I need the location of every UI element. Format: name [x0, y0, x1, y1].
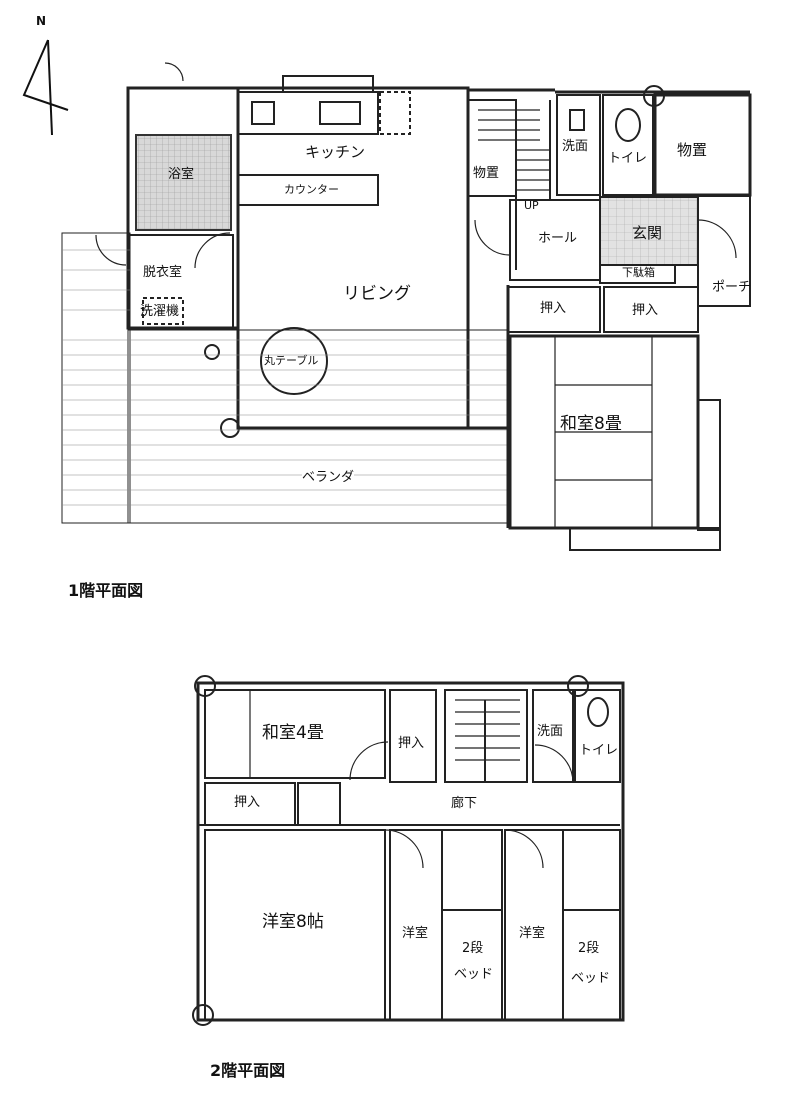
round-table-label: 丸テーブル: [264, 354, 319, 367]
tatami-8-label: 和室8畳: [560, 414, 622, 434]
western-8-label: 洋室8帖: [262, 912, 324, 932]
hall-label: ホール: [538, 231, 578, 246]
toilet-2-label: トイレ: [579, 743, 619, 758]
porch-label: ポーチ: [712, 280, 752, 295]
stair-storage-label: 物置: [473, 166, 500, 181]
bath-label: 浴室: [168, 167, 195, 182]
veranda-label: ベランダ: [302, 470, 355, 485]
kitchen-label: キッチン: [305, 143, 366, 161]
closet-2-label: 押入: [632, 303, 659, 318]
closet-left-label: 押入: [234, 795, 261, 810]
closet-1-label: 押入: [540, 301, 567, 316]
washroom-2-label: 洗面: [537, 724, 564, 739]
washroom-label: 洗面: [562, 139, 589, 154]
entrance-label: 玄関: [632, 224, 663, 242]
floor2-title: 2階平面図: [210, 1061, 286, 1080]
bunk-b-bed-label: ベッド: [571, 971, 611, 986]
toilet-label: トイレ: [608, 151, 648, 166]
tatami-4-label: 和室4畳: [262, 723, 324, 743]
floor2-plan: [192, 675, 625, 1026]
bunk-b-label: 2段: [578, 941, 600, 956]
bunk-a-label: 2段: [462, 941, 484, 956]
western-room-b-label: 洋室: [519, 926, 546, 941]
dressing-room-label: 脱衣室: [143, 265, 183, 280]
up-label: UP: [524, 199, 539, 212]
living-label: リビング: [343, 284, 411, 304]
counter-label: カウンター: [284, 183, 339, 196]
north-arrow-icon: [22, 39, 69, 136]
floor1-plan: [61, 62, 752, 551]
shoe-box-label: 下駄箱: [622, 266, 655, 279]
washer-label: 洗濯機: [140, 304, 180, 319]
floor1-title: 1階平面図: [68, 581, 144, 600]
closet-top-label: 押入: [398, 736, 425, 751]
corridor-label: 廊下: [451, 796, 478, 811]
north-label: N: [36, 14, 47, 28]
bunk-a-bed-label: ベッド: [454, 967, 494, 982]
western-room-a-label: 洋室: [402, 926, 429, 941]
storage-label: 物置: [677, 141, 708, 159]
